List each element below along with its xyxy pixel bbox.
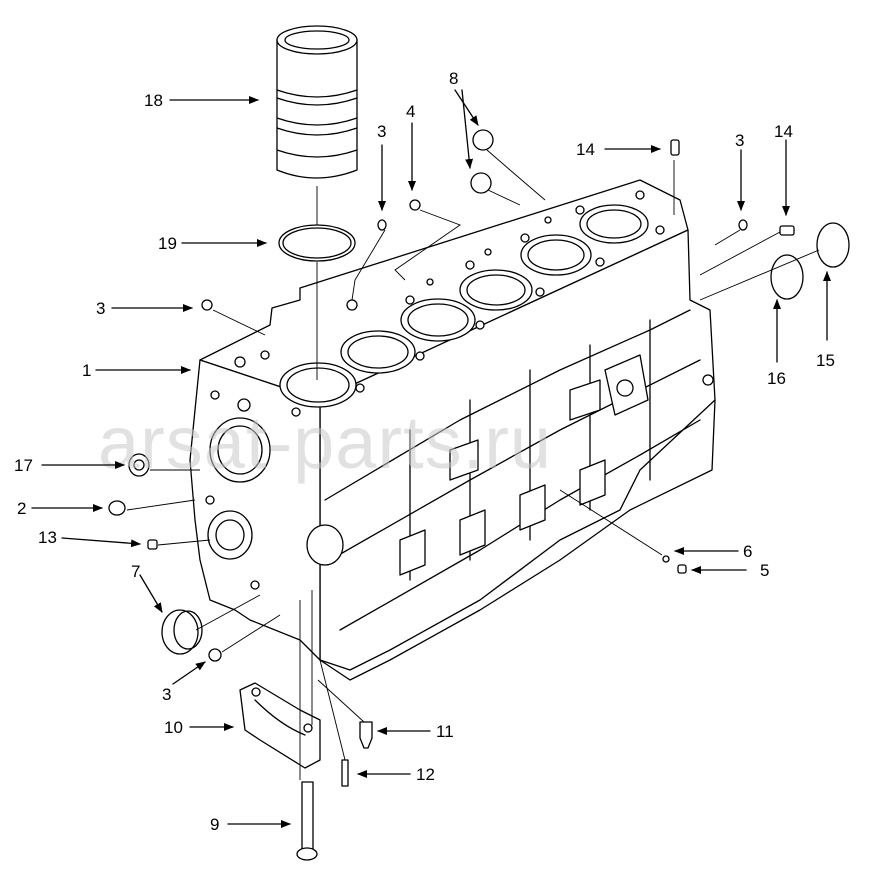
- leader-lines: [126, 149, 820, 780]
- callout-labels: 18 19 3 4 8 14 3 14 15 16 3 1 17 2 13 7 …: [14, 69, 835, 834]
- main-bolt: [296, 781, 318, 861]
- cylinder-liner: [276, 25, 358, 225]
- callout-2: 2: [17, 499, 26, 518]
- callout-4: 4: [406, 102, 415, 121]
- seal-ring: [161, 609, 203, 655]
- callout-6: 6: [743, 542, 752, 561]
- pin-12: [341, 759, 349, 787]
- callout-3-top: 3: [377, 122, 386, 141]
- callout-14-right: 14: [774, 122, 793, 141]
- callout-10: 10: [164, 718, 183, 737]
- callout-15: 15: [816, 351, 835, 370]
- deck-holes: [234, 190, 665, 417]
- callout-12: 12: [416, 765, 435, 784]
- callout-5: 5: [760, 561, 769, 580]
- callout-3-left: 3: [96, 299, 105, 318]
- callout-arrows: [31, 89, 831, 828]
- callout-14-left: 14: [576, 140, 595, 159]
- bolt-11: [359, 721, 373, 749]
- plug-disc-16: [770, 254, 804, 300]
- main-bearing-cap: [239, 682, 321, 769]
- liner-o-ring: [278, 224, 356, 380]
- plug-disc-15: [816, 222, 850, 268]
- callout-8: 8: [449, 69, 458, 88]
- callout-19: 19: [158, 234, 177, 253]
- callout-1: 1: [82, 361, 91, 380]
- callout-7: 7: [131, 562, 140, 581]
- callout-13: 13: [38, 528, 57, 547]
- watermark: arsat-parts.ru: [98, 401, 552, 484]
- callout-3-right: 3: [735, 131, 744, 150]
- callout-9: 9: [210, 815, 219, 834]
- callout-11: 11: [436, 722, 454, 741]
- callout-18: 18: [144, 91, 163, 110]
- cylinder-block: [189, 179, 716, 681]
- callout-3-bottom: 3: [162, 685, 171, 704]
- small-plugs: [108, 129, 795, 662]
- callout-17: 17: [14, 456, 33, 475]
- callout-16: 16: [767, 369, 786, 388]
